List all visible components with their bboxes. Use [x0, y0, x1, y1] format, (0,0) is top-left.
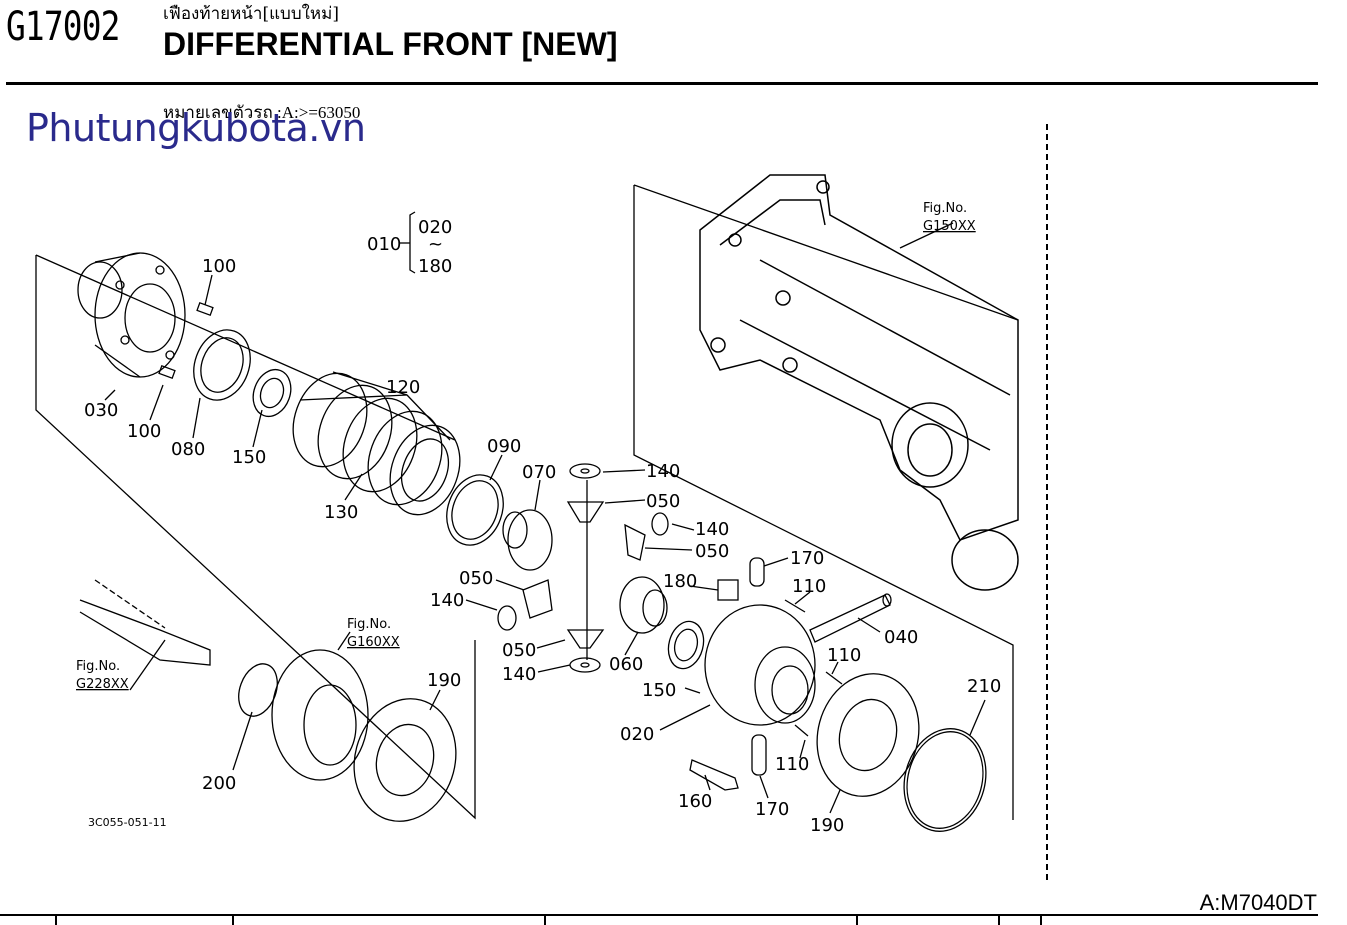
pin-110-a	[784, 599, 806, 613]
part-190-bearing-left	[353, 698, 457, 822]
callout-190-left: 190	[427, 670, 461, 691]
pinion-050-bottom	[566, 629, 605, 649]
fig-ref-label-g228: Fig.No.	[76, 659, 120, 674]
pinion-050-left	[522, 579, 553, 619]
figure-title: DIFFERENTIAL FRONT [NEW]	[163, 26, 618, 62]
figure-title-thai: เฟืองท้ายหน้า[แบบใหม่]	[163, 4, 339, 24]
part-150-washer	[252, 368, 292, 418]
part-190-bearing-right	[816, 673, 920, 797]
part-180-block	[717, 579, 739, 601]
footer-column-divider	[232, 914, 234, 925]
part-210-ring	[903, 728, 987, 832]
callout-140-c: 140	[430, 590, 464, 611]
fig-ref-g150: G150XX	[923, 219, 976, 234]
callout-090: 090	[487, 436, 521, 457]
washer-140-top	[569, 463, 601, 479]
callout-060: 060	[609, 654, 643, 675]
callout-200: 200	[202, 773, 236, 794]
ring-gear	[271, 649, 369, 781]
transmission-housing	[699, 174, 1019, 591]
callout-050-b: 050	[695, 541, 729, 562]
callout-150-left: 150	[232, 447, 266, 468]
range-mark: ~	[428, 234, 443, 255]
callout-210: 210	[967, 676, 1001, 697]
callout-190-right: 190	[810, 815, 844, 836]
serial-number-note: หมายเลขตัวรถ :A:>=63050	[163, 103, 361, 122]
callout-050-a: 050	[646, 491, 680, 512]
site-watermark: Phutungkubota.vn	[26, 106, 366, 150]
pin-110-b	[825, 671, 843, 685]
callout-050-c: 050	[459, 568, 493, 589]
pinion-050-right	[624, 523, 646, 561]
figure-code: G17002	[6, 4, 120, 50]
header-divider	[6, 82, 1318, 85]
washer-140-bottom	[569, 657, 601, 673]
callout-040: 040	[884, 627, 918, 648]
callout-070: 070	[522, 462, 556, 483]
part-030-hub	[77, 252, 186, 378]
part-070-side-gear	[507, 509, 553, 571]
callout-140-d: 140	[502, 664, 536, 685]
frame-right	[633, 185, 1014, 820]
part-150-washer-right	[667, 620, 705, 670]
callout-020: 020	[620, 724, 654, 745]
part-080-washer	[193, 329, 251, 401]
callout-010: 010	[367, 234, 401, 255]
pin-170-top	[749, 557, 765, 587]
callout-140-a: 140	[646, 461, 680, 482]
fig-ref-label-g150: Fig.No.	[923, 201, 967, 216]
model-code: A:M7040DT	[1199, 890, 1317, 915]
footer-column-divider	[55, 914, 57, 925]
callout-150-right: 150	[642, 680, 676, 701]
callout-100-bottom: 100	[127, 421, 161, 442]
callout-120: 120	[386, 377, 420, 398]
callout-100-top: 100	[202, 256, 236, 277]
part-160-bolt	[689, 759, 739, 791]
part-020-case	[704, 604, 816, 726]
fig-ref-g228: G228XX	[76, 677, 129, 692]
callout-180-range: 180	[418, 256, 452, 277]
part-040-shaft	[809, 594, 891, 643]
dashed-divider	[1046, 124, 1048, 880]
pinion-050-top	[566, 501, 605, 523]
callout-160: 160	[678, 791, 712, 812]
footer-column-divider	[544, 914, 546, 925]
footer-column-divider	[1040, 914, 1042, 925]
pin-170-bottom	[751, 734, 767, 776]
frame-left	[35, 255, 476, 820]
callout-030: 030	[84, 400, 118, 421]
diagram-code: 3C055-051-11	[88, 816, 167, 829]
washer-140-left	[497, 605, 517, 631]
callout-020-range: 020	[418, 217, 452, 238]
callout-170-top: 170	[790, 548, 824, 569]
callout-080: 080	[171, 439, 205, 460]
footer-divider	[0, 914, 1318, 916]
callout-170-bottom: 170	[755, 799, 789, 820]
part-200-snap-ring	[238, 663, 278, 717]
callout-140-b: 140	[695, 519, 729, 540]
fig-ref-label-g160: Fig.No.	[347, 617, 391, 632]
fig-ref-g160: G160XX	[347, 635, 400, 650]
axle-shaft	[79, 599, 211, 666]
footer-column-divider	[856, 914, 858, 925]
part-090-ring	[446, 474, 504, 546]
pin-100	[196, 302, 214, 316]
callout-110-a: 110	[792, 576, 826, 597]
washer-140-right	[651, 512, 669, 536]
callout-180: 180	[663, 571, 697, 592]
clutch-disc-pack	[292, 372, 461, 516]
pin-110-c	[794, 724, 809, 737]
callout-110-b: 110	[827, 645, 861, 666]
part-060-side-gear	[619, 576, 665, 634]
callout-050-d: 050	[502, 640, 536, 661]
footer-column-divider	[998, 914, 1000, 925]
callout-130: 130	[324, 502, 358, 523]
callout-110-c: 110	[775, 754, 809, 775]
